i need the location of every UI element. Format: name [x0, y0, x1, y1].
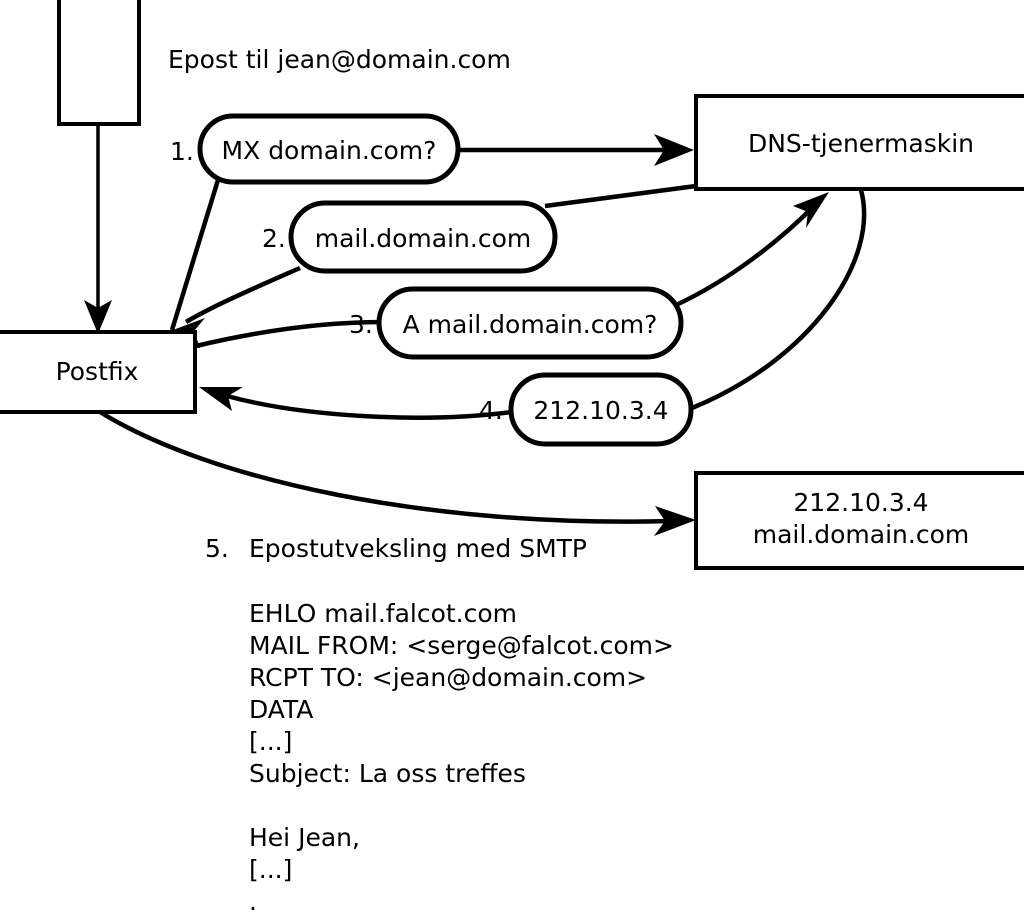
edge-step5-postfix-to-mailserver [98, 410, 696, 536]
step-1-group: 1. MX domain.com? [170, 113, 461, 185]
smtp-line: [...] [249, 727, 292, 756]
step-4-group: 4. 212.10.3.4 [479, 372, 694, 447]
edge-step1-postfix-to-dns [169, 134, 694, 331]
step-5-number: 5. [205, 534, 229, 563]
mail-server-ip-label: 212.10.3.4 [793, 488, 928, 517]
step-4-label: 212.10.3.4 [533, 396, 668, 425]
step-5-label: Epostutveksling med SMTP [249, 534, 587, 563]
smtp-line: MAIL FROM: <serge@falcot.com> [249, 631, 674, 660]
smtp-line: RCPT TO: <jean@domain.com> [249, 663, 647, 692]
step-1-number: 1. [170, 137, 194, 166]
step-3-group: 3. A mail.domain.com? [349, 286, 684, 360]
postfix-node[interactable]: Postfix [0, 330, 197, 414]
postfix-node-label: Postfix [56, 357, 139, 386]
step-4-number: 4. [479, 396, 503, 425]
smtp-line: Hei Jean, [249, 823, 360, 852]
smtp-line: . [249, 887, 257, 916]
step-2-label: mail.domain.com [315, 224, 531, 253]
step-2-group: 2. mail.domain.com [262, 200, 558, 274]
smtp-session-transcript: EHLO mail.falcot.com MAIL FROM: <serge@f… [249, 599, 674, 916]
mail-server-hostname-label: mail.domain.com [753, 520, 969, 549]
step-1-bubble[interactable] [197, 113, 461, 185]
edge-step4-dns-to-postfix [199, 189, 867, 420]
mail-server-node[interactable]: 212.10.3.4 mail.domain.com [694, 471, 1024, 570]
step-2-number: 2. [262, 224, 286, 253]
dns-server-node-label: DNS-tjenermaskin [748, 129, 974, 158]
step-3-label: A mail.domain.com? [403, 310, 658, 339]
dns-server-node[interactable]: DNS-tjenermaskin [694, 94, 1024, 191]
smtp-line: DATA [249, 695, 313, 724]
step-2-bubble[interactable] [288, 200, 558, 274]
step-5-group: 5. Epostutveksling med SMTP [205, 534, 587, 563]
smtp-line: EHLO mail.falcot.com [249, 599, 517, 628]
header-note: Epost til jean@domain.com [168, 45, 511, 74]
client-node-box[interactable] [57, 0, 141, 126]
edge-client-to-postfix [84, 125, 112, 334]
step-3-bubble[interactable] [376, 286, 684, 360]
smtp-line: Subject: La oss treffes [249, 759, 526, 788]
edge-step3-postfix-to-dns [195, 192, 829, 349]
step-3-number: 3. [349, 310, 373, 339]
smtp-line: [...] [249, 855, 292, 884]
step-1-label: MX domain.com? [222, 136, 437, 165]
step-4-bubble[interactable] [508, 372, 694, 447]
